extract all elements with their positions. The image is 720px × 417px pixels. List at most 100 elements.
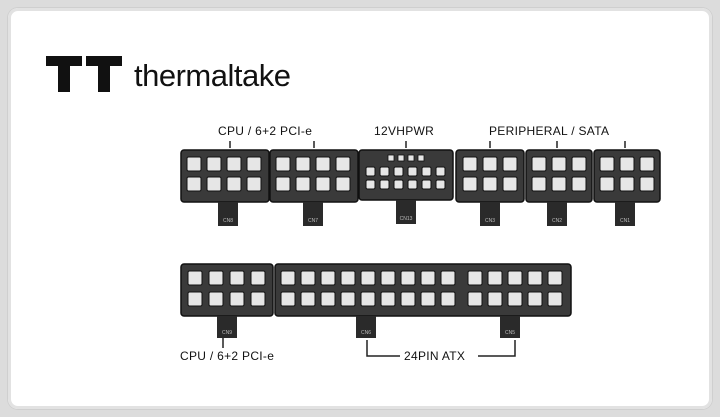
pin bbox=[208, 270, 224, 286]
pin bbox=[186, 156, 202, 172]
pin bbox=[421, 179, 432, 190]
pin bbox=[187, 291, 203, 307]
connector-cn9: CN9 bbox=[180, 263, 274, 338]
pin bbox=[599, 156, 615, 172]
label-top-12vhpwr: 12VHPWR bbox=[374, 124, 435, 138]
pin bbox=[551, 156, 567, 172]
pin bbox=[400, 291, 416, 307]
pin bbox=[531, 176, 547, 192]
pin bbox=[226, 156, 242, 172]
pin bbox=[320, 270, 336, 286]
pin bbox=[295, 176, 311, 192]
pin bbox=[527, 270, 543, 286]
pin bbox=[462, 156, 478, 172]
pin bbox=[487, 291, 503, 307]
sense-pin bbox=[407, 154, 415, 162]
pin bbox=[487, 270, 503, 286]
pin bbox=[246, 156, 262, 172]
label-top-peripheral: PERIPHERAL / SATA bbox=[489, 124, 610, 138]
pin bbox=[360, 291, 376, 307]
pin bbox=[571, 156, 587, 172]
pin bbox=[547, 270, 563, 286]
svg-text:CN5: CN5 bbox=[505, 330, 515, 336]
pin bbox=[275, 176, 291, 192]
sense-pin bbox=[387, 154, 395, 162]
thermaltake-logo-icon bbox=[46, 56, 123, 92]
pin bbox=[380, 270, 396, 286]
svg-text:CN13: CN13 bbox=[400, 216, 413, 222]
pin bbox=[531, 156, 547, 172]
pin bbox=[421, 166, 432, 177]
pin bbox=[295, 156, 311, 172]
pin bbox=[340, 270, 356, 286]
pin bbox=[340, 291, 356, 307]
pin bbox=[462, 176, 478, 192]
pin bbox=[380, 291, 396, 307]
pin bbox=[482, 176, 498, 192]
pin bbox=[206, 176, 222, 192]
brand-name: thermaltake bbox=[134, 58, 291, 93]
pin bbox=[619, 176, 635, 192]
pin bbox=[275, 156, 291, 172]
pin bbox=[300, 270, 316, 286]
label-bottom-24pin-atx: 24PIN ATX bbox=[404, 349, 466, 363]
pin bbox=[365, 179, 376, 190]
psu-label-panel bbox=[8, 8, 712, 409]
svg-text:CN1: CN1 bbox=[620, 218, 630, 224]
pin bbox=[407, 179, 418, 190]
pin bbox=[315, 156, 331, 172]
pin bbox=[335, 176, 351, 192]
pin bbox=[440, 291, 456, 307]
label-bottom-cpu: CPU / 6+2 PCI-e bbox=[180, 349, 275, 363]
pin bbox=[571, 176, 587, 192]
pin bbox=[229, 291, 245, 307]
pin bbox=[551, 176, 567, 192]
pin bbox=[482, 156, 498, 172]
pin bbox=[619, 156, 635, 172]
pin bbox=[502, 156, 518, 172]
pin bbox=[186, 176, 202, 192]
pin bbox=[639, 156, 655, 172]
pin bbox=[246, 176, 262, 192]
pin bbox=[393, 179, 404, 190]
pin bbox=[547, 291, 563, 307]
pin bbox=[639, 176, 655, 192]
pin bbox=[420, 270, 436, 286]
pin bbox=[315, 176, 331, 192]
pin bbox=[250, 291, 266, 307]
pin bbox=[360, 270, 376, 286]
pin bbox=[206, 156, 222, 172]
svg-text:CN7: CN7 bbox=[308, 218, 318, 224]
pin bbox=[280, 270, 296, 286]
label-top-cpu: CPU / 6+2 PCI-e bbox=[218, 124, 313, 138]
pin bbox=[440, 270, 456, 286]
pin bbox=[407, 166, 418, 177]
pin bbox=[280, 291, 296, 307]
pin bbox=[400, 270, 416, 286]
pin bbox=[229, 270, 245, 286]
svg-text:CN3: CN3 bbox=[485, 218, 495, 224]
sense-pin bbox=[417, 154, 425, 162]
svg-text:CN8: CN8 bbox=[223, 218, 233, 224]
pin bbox=[599, 176, 615, 192]
pin bbox=[226, 176, 242, 192]
pin bbox=[393, 166, 404, 177]
pin bbox=[320, 291, 336, 307]
sense-pin bbox=[397, 154, 405, 162]
pin bbox=[467, 270, 483, 286]
pin bbox=[507, 270, 523, 286]
svg-text:CN2: CN2 bbox=[552, 218, 562, 224]
connector-pins bbox=[186, 154, 655, 307]
pin bbox=[379, 166, 390, 177]
svg-text:CN6: CN6 bbox=[361, 330, 371, 336]
pin bbox=[527, 291, 543, 307]
pin bbox=[379, 179, 390, 190]
pin bbox=[300, 291, 316, 307]
svg-text:CN9: CN9 bbox=[222, 330, 232, 336]
pin bbox=[467, 291, 483, 307]
pin bbox=[502, 176, 518, 192]
pin bbox=[420, 291, 436, 307]
pin bbox=[250, 270, 266, 286]
pin bbox=[435, 179, 446, 190]
